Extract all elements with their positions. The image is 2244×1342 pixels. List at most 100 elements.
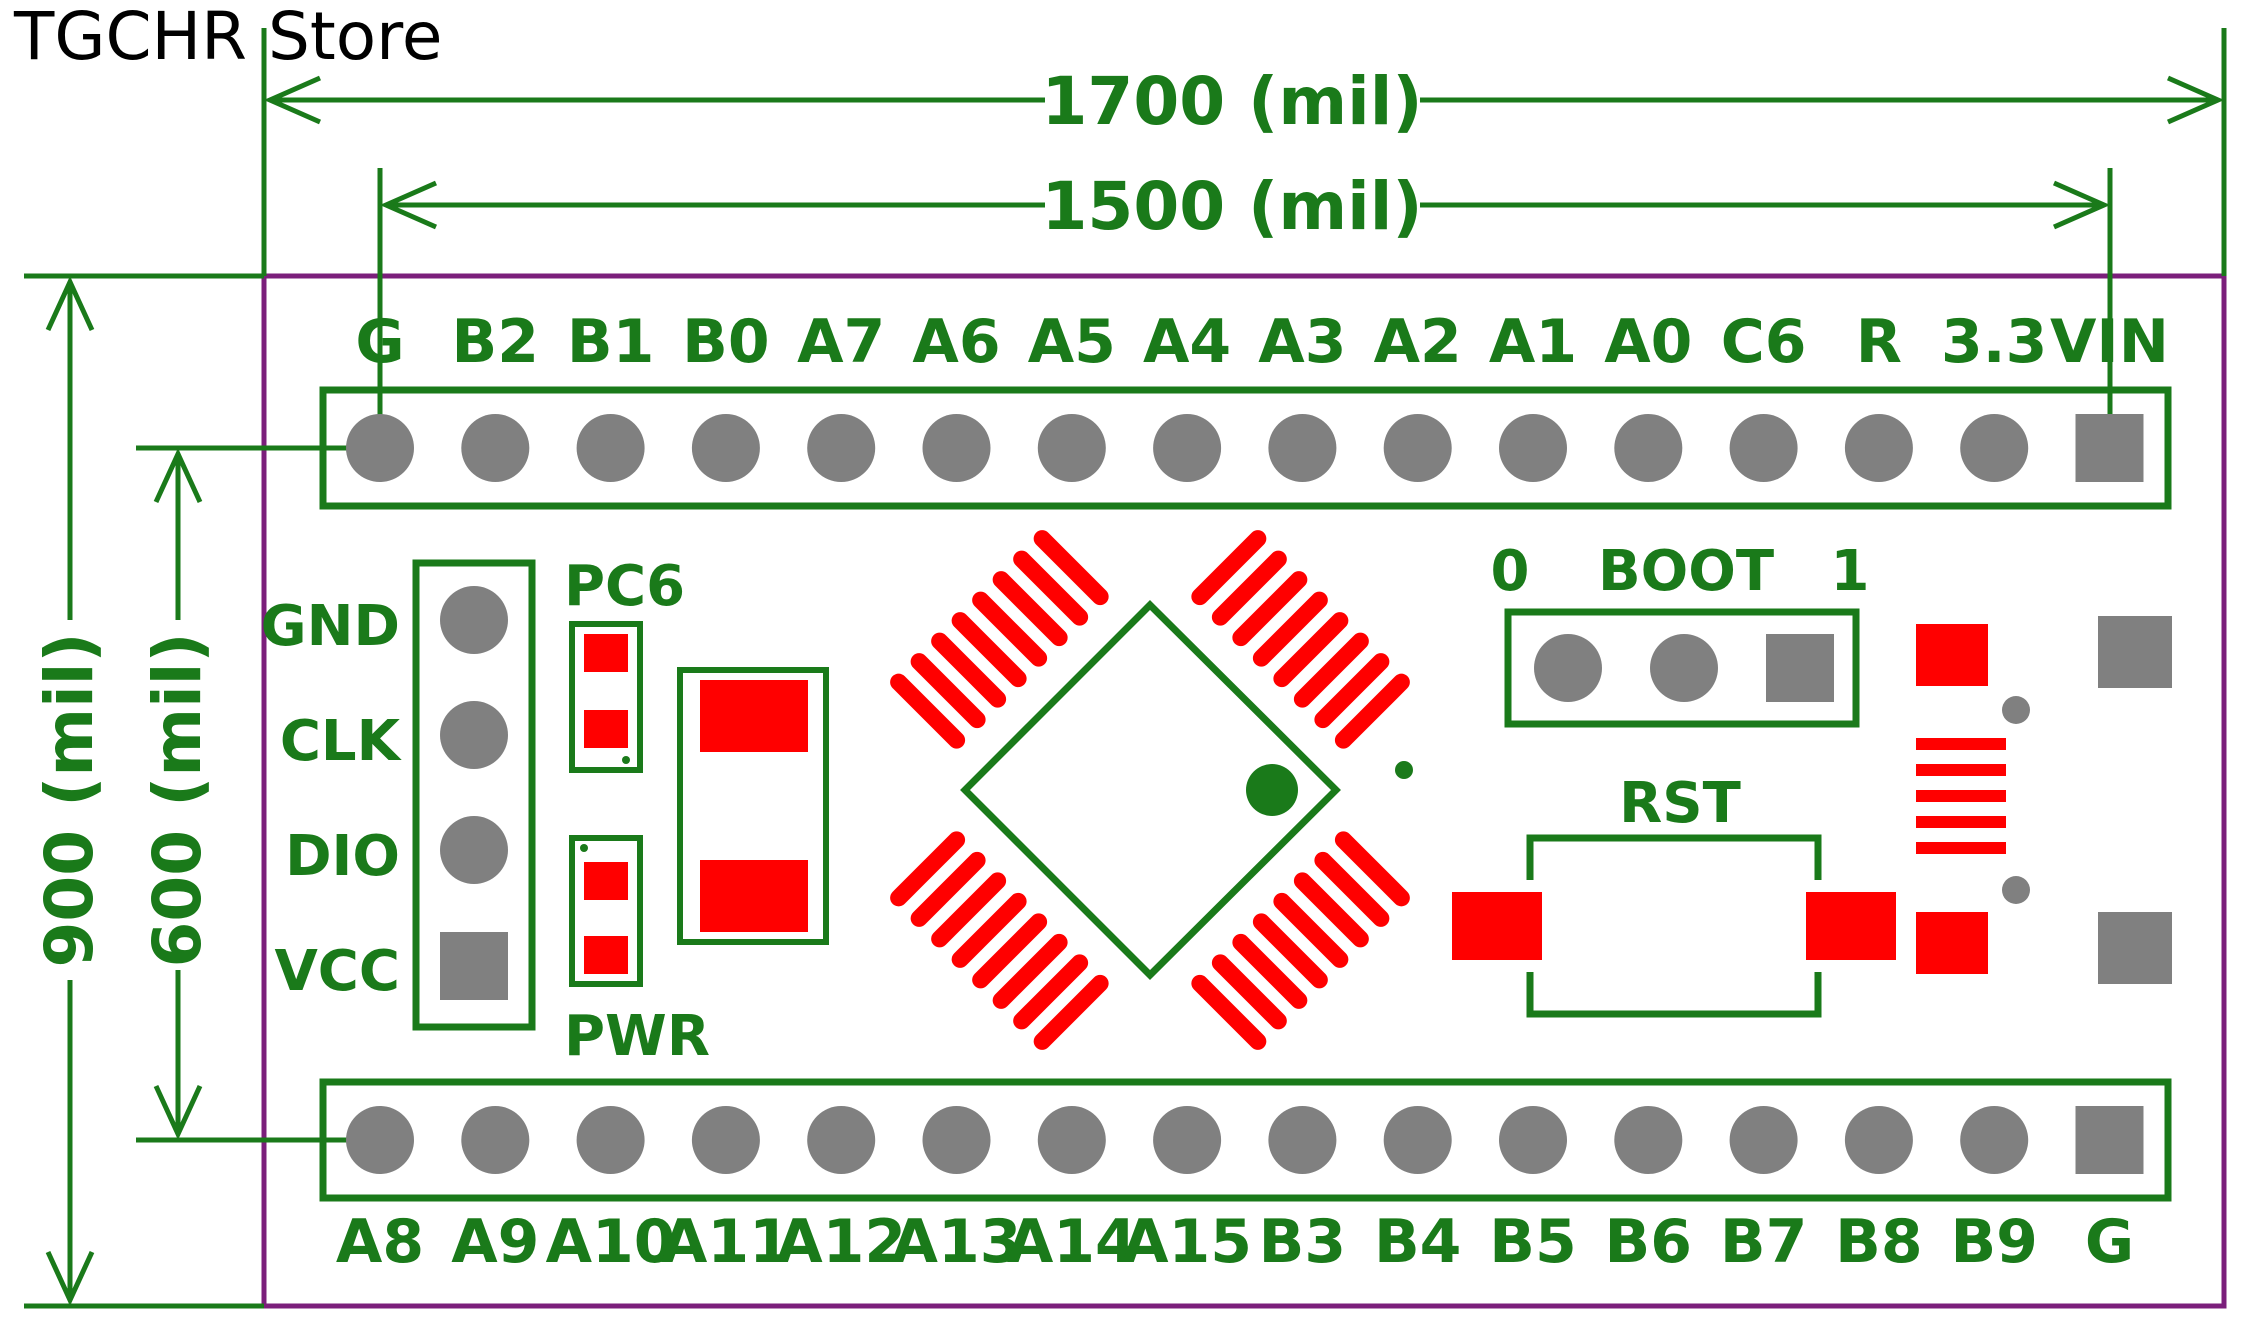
led-pc6-pad-b — [584, 710, 628, 748]
board-outline — [261, 273, 2227, 1309]
bottom-pin-label: B7 — [1720, 1207, 1807, 1277]
swd-pin-gnd — [440, 586, 508, 654]
top-header-pins — [346, 414, 2144, 482]
led-pwr-dot — [580, 844, 588, 852]
led-pwr-outline — [569, 835, 643, 987]
swd-header-outline — [412, 559, 536, 1031]
mcu-pin-pad — [1273, 612, 1349, 688]
mcu-pin-pad — [951, 892, 1027, 968]
top-pin — [1960, 414, 2029, 482]
dim-width-pins: 1500 (mil) — [1041, 168, 1422, 245]
mcu-pin-pad — [1232, 571, 1308, 647]
boot-pin-1 — [1766, 634, 1834, 702]
swd-pin-clk — [440, 701, 508, 769]
led-pc6-outline — [569, 621, 643, 773]
top-pin — [461, 414, 530, 482]
top-pin-label: A3 — [1258, 307, 1346, 377]
mcu-pin-pad — [910, 653, 986, 729]
mcu-pin-pad — [1252, 591, 1328, 667]
mcu-pin-pad — [1191, 530, 1267, 606]
usb-shield-top — [2098, 616, 2172, 688]
top-pin-label: R — [1856, 307, 1902, 377]
bottom-pin-label: A15 — [1122, 1207, 1252, 1277]
top-pin-label: A0 — [1604, 307, 1692, 377]
top-pin — [922, 414, 991, 482]
usb-data-pad — [1916, 842, 2006, 854]
mcu-pin-pad — [1293, 872, 1369, 948]
bottom-pin — [1499, 1106, 1567, 1174]
led-pc6-dot — [622, 756, 630, 764]
regulator-outline — [677, 667, 829, 945]
mcu-pin-pad — [890, 831, 966, 907]
usb-pad-top — [1916, 624, 1988, 686]
top-pin-label: G — [355, 307, 404, 377]
rst-label: RST — [1619, 771, 1741, 836]
rst-outline-top — [1526, 834, 1822, 880]
dimension-lines — [24, 28, 2227, 1309]
mcu-pin-pad — [1293, 632, 1369, 708]
bottom-pin — [1268, 1106, 1337, 1174]
top-pin — [1383, 414, 1452, 482]
top-pin-label: C6 — [1721, 307, 1807, 377]
bottom-pin — [346, 1106, 414, 1174]
swd-label-vcc: VCC — [274, 939, 400, 1004]
mcu-pin-pad — [1334, 673, 1410, 749]
top-pin-label: B2 — [452, 307, 539, 377]
usb-data-pad — [1916, 790, 2006, 802]
bottom-pin — [1614, 1106, 1683, 1174]
usb-data-pads — [1916, 738, 2006, 854]
led-label-pwr: PWR — [564, 1004, 710, 1069]
dim-height-pins: 600 (mil) — [139, 632, 216, 967]
boot-label-1: 1 — [1831, 539, 1870, 604]
boot-pin-mid — [1650, 634, 1718, 702]
bottom-pin-label: B9 — [1950, 1207, 2037, 1277]
rst-pad-right — [1806, 892, 1896, 960]
bottom-header-outline — [319, 1078, 2172, 1202]
usb-hole-bottom — [2002, 876, 2030, 904]
top-pin — [1037, 414, 1106, 482]
mcu-pin-pad — [1273, 892, 1349, 968]
top-pin — [1153, 414, 1222, 482]
mcu-pin-pad — [1334, 831, 1410, 907]
top-pin — [576, 414, 645, 482]
bottom-pin — [461, 1106, 530, 1174]
mcu-body — [960, 600, 1341, 980]
bottom-pin — [691, 1106, 760, 1174]
bottom-pin — [576, 1106, 645, 1174]
boot-header-outline — [1504, 608, 1860, 728]
regulator-pad-top — [700, 680, 808, 752]
top-pin-label: A6 — [912, 307, 1000, 377]
top-pin-label: VIN — [2050, 307, 2169, 377]
boot-label-0: 0 — [1491, 539, 1530, 604]
boot-label: BOOT — [1598, 539, 1774, 604]
store-title: TGCHR Store — [14, 0, 443, 75]
usb-data-pad — [1916, 738, 2006, 750]
bottom-pin-label: B3 — [1259, 1207, 1346, 1277]
mcu-pin-pad — [890, 673, 966, 749]
bottom-pin-label: B4 — [1374, 1207, 1461, 1277]
mcu-pin-pad — [1232, 933, 1308, 1009]
mcu-pin-pad — [972, 591, 1048, 667]
top-pin-label: 3.3 — [1941, 307, 2047, 377]
top-pin — [1844, 414, 1913, 482]
top-pin-label: A1 — [1489, 307, 1577, 377]
top-pin-label: A7 — [797, 307, 885, 377]
led-pwr-pad-a — [584, 862, 628, 900]
top-pin — [346, 414, 414, 482]
bottom-pin-label: G — [2085, 1207, 2134, 1277]
bottom-header-pins — [346, 1106, 2144, 1174]
top-pin-label: A5 — [1028, 307, 1116, 377]
mcu-orientation-dot — [1395, 761, 1413, 779]
usb-pad-bottom — [1916, 912, 1988, 974]
swd-label-dio: DIO — [285, 824, 400, 889]
bottom-pin-label: B5 — [1489, 1207, 1576, 1277]
dim-height-outer: 900 (mil) — [31, 632, 108, 967]
bottom-pin — [2075, 1106, 2144, 1174]
bottom-pin — [1844, 1106, 1913, 1174]
bottom-pin — [1037, 1106, 1106, 1174]
mcu-pin-pad — [1033, 974, 1109, 1050]
mcu-pin-pad — [931, 632, 1007, 708]
mcu-pin-pad — [951, 612, 1027, 688]
